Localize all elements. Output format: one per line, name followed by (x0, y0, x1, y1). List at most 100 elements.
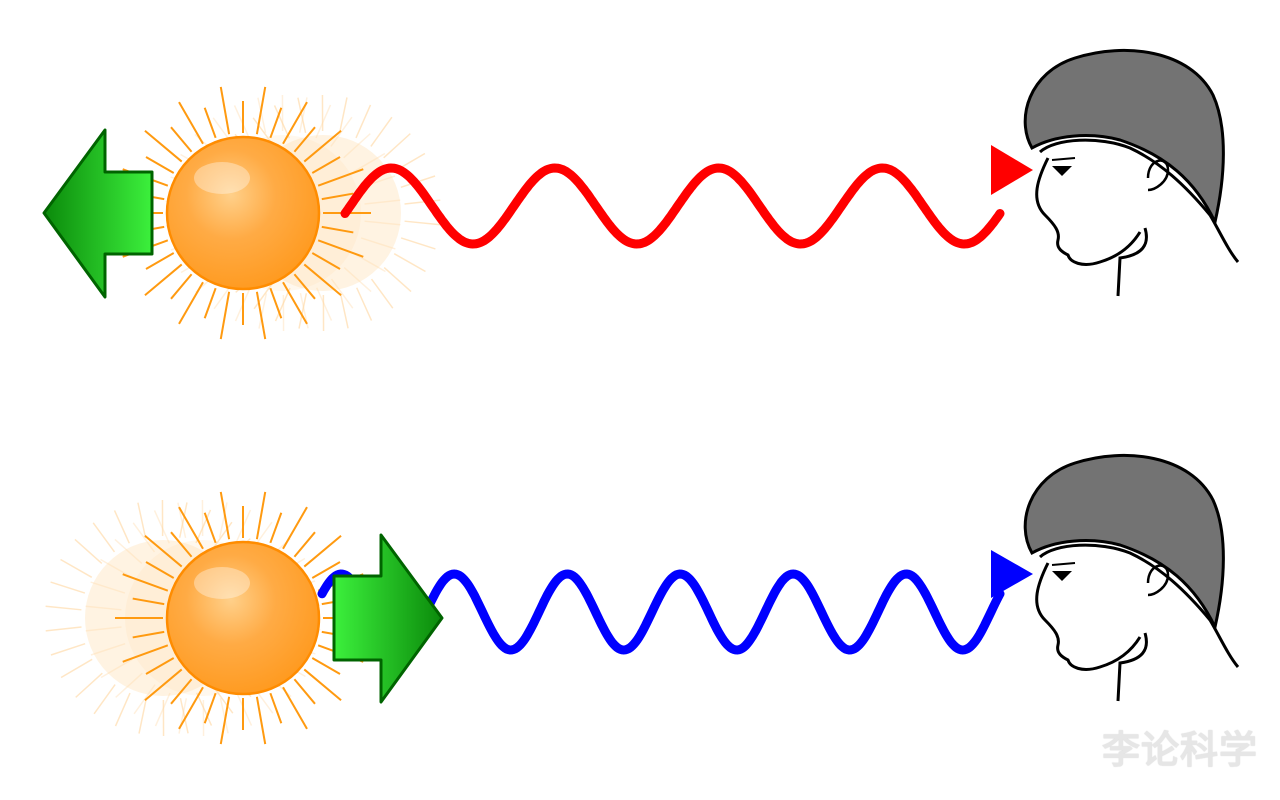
sun-ghost-ray (258, 293, 268, 329)
sun-ghost-ray (404, 220, 441, 226)
sun-ghost-ray (370, 116, 393, 147)
sun-ghost-ray (364, 199, 401, 205)
sun-ray (178, 101, 204, 145)
sun-ghost-ray (75, 672, 103, 698)
scene-approaching (45, 453, 1240, 745)
sun-ghost-ray (195, 509, 212, 544)
sun-ghost-ray (360, 237, 396, 250)
sun-ray (293, 273, 316, 300)
motion-arrow-icon (42, 128, 154, 299)
sun-ghost-ray (298, 293, 308, 329)
sun-ghost-ray (356, 287, 373, 321)
blue-wave (317, 569, 1005, 655)
sun-ray (203, 512, 217, 544)
sun-ghost-ray (343, 267, 372, 293)
sun-ghost-ray (404, 199, 441, 205)
sun-ray (321, 192, 354, 201)
sun-ray (203, 107, 217, 139)
sun-ray (303, 263, 342, 297)
sun-ray (255, 291, 267, 340)
sun-ray (203, 287, 217, 319)
sun-ghost-ray (137, 502, 147, 539)
sun-ray (132, 630, 165, 639)
sun-ghost-ray (92, 522, 116, 553)
sun-ray (145, 156, 175, 174)
sun-ghost-ray (274, 287, 291, 322)
sun-ray (170, 126, 193, 153)
sun-ray (311, 252, 341, 270)
motion-arrow-icon (332, 533, 444, 704)
sun-ghost-ray (60, 658, 93, 679)
sun-ghost-ray (393, 253, 426, 273)
sun-ghost-ray (93, 684, 116, 715)
sun-ray (144, 129, 183, 163)
sun-ghost-ray (364, 220, 401, 226)
sun-ray (269, 287, 283, 319)
sun-ghost-ray (353, 152, 386, 173)
sun-ghost-ray (45, 626, 82, 632)
sun-ghost-ray (85, 626, 122, 632)
sun-ghost-ray (330, 278, 354, 309)
sun-ray (293, 531, 316, 558)
red-wave (340, 163, 1005, 249)
sun-ghost-ray (45, 605, 82, 611)
watermark: 李论科学 (1101, 728, 1258, 772)
sun-ghost-ray (236, 692, 253, 726)
wave-arrowhead (991, 145, 1033, 195)
sun-ghost-ray (115, 672, 143, 698)
sun-ghost-ray (60, 558, 93, 578)
sun-ghost-ray (196, 692, 213, 726)
sun-ray (178, 506, 204, 550)
sun-ghost-ray (219, 697, 229, 734)
sun-ghost-ray (178, 502, 188, 538)
sun-ghost-ray (114, 538, 143, 564)
sun-ray (303, 534, 342, 568)
sun-ray (311, 156, 341, 174)
wave-arrowhead (991, 550, 1033, 598)
sun-ray (144, 668, 183, 702)
sun-ray (255, 491, 267, 540)
sun-ghost-ray (100, 558, 133, 578)
sun-ray (178, 686, 204, 730)
sun-ray (145, 657, 175, 675)
sun-ray (317, 239, 364, 258)
sun-ray (132, 597, 165, 606)
sun-ray (170, 678, 193, 705)
scene-receding (42, 48, 1240, 340)
sun-ray (255, 696, 267, 745)
sun-ray (269, 512, 283, 544)
sun-ghost-ray (113, 510, 130, 544)
sun-ghost-ray (233, 105, 250, 139)
observer-head-icon (1023, 48, 1240, 297)
sun-ghost-ray (273, 105, 290, 139)
sun-ghost-ray (370, 278, 394, 309)
sun-ray (311, 657, 341, 675)
sun-ray (170, 273, 193, 300)
sun-ghost-ray (85, 605, 122, 611)
sun-ghost-ray (74, 538, 103, 564)
sun-ray (311, 561, 341, 579)
sun-ray (219, 291, 231, 340)
sun-ray (317, 168, 364, 187)
sun-ray (269, 107, 283, 139)
sun-ray (269, 692, 283, 724)
sun-ray (170, 531, 193, 558)
sun-ghost-ray (353, 253, 386, 273)
sun-ray (303, 129, 342, 163)
sun-ray (303, 668, 342, 702)
sun-ray (144, 534, 183, 568)
sun-ghost-ray (297, 97, 307, 134)
sun-ghost-ray (179, 697, 189, 734)
sun-ghost-ray (400, 237, 436, 250)
observer-head-icon (1023, 453, 1240, 702)
sun-ray (293, 678, 316, 705)
sun-ray (145, 252, 175, 270)
sun-ray (282, 101, 308, 145)
sun-ghost-ray (383, 267, 412, 293)
sun-ray (178, 281, 204, 325)
sun-ghost-ray (50, 581, 86, 594)
sun-ghost-ray (90, 581, 126, 594)
sun-icon (165, 135, 321, 291)
sun-ray (321, 225, 354, 234)
sun-ray (282, 281, 308, 325)
